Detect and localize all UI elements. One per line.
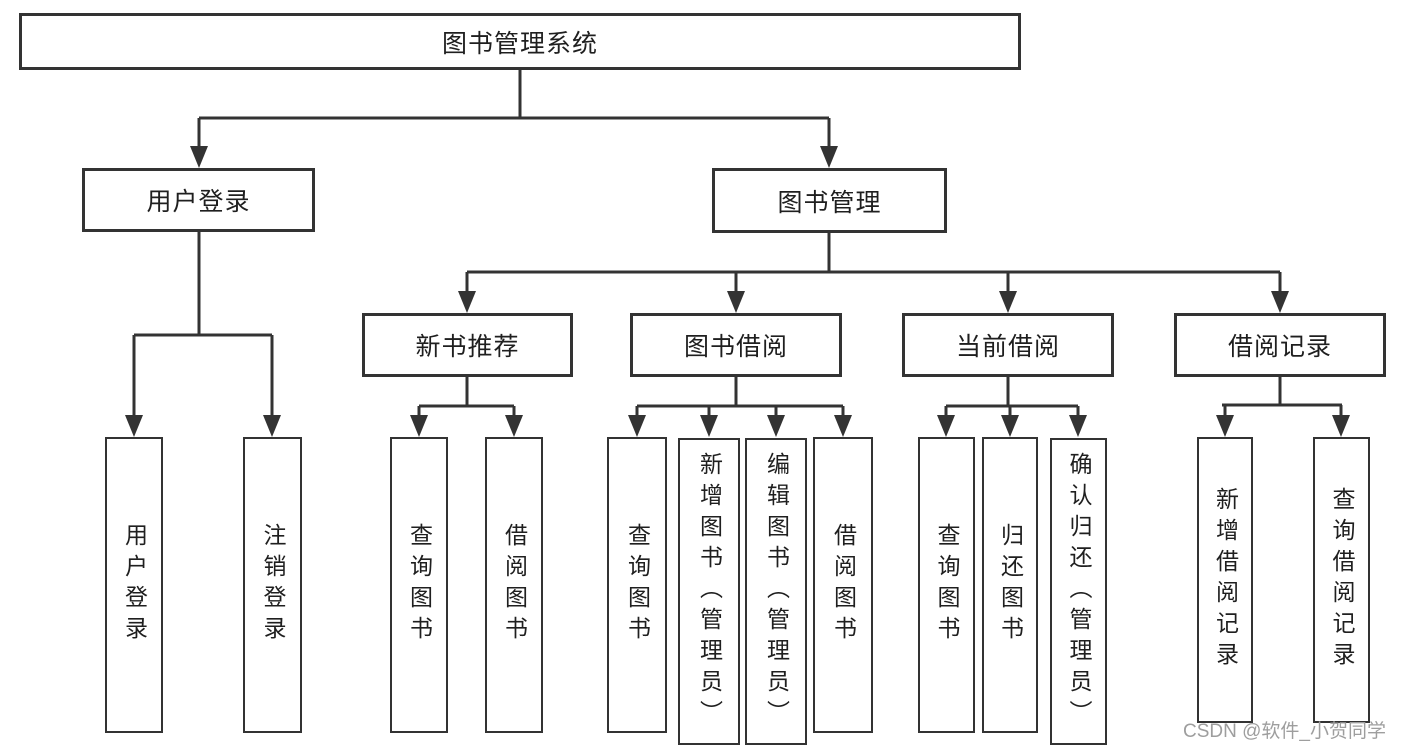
leaf-query-books-recommend: 查询图书 <box>390 437 448 733</box>
watermark-text: CSDN @软件_小贺同学 <box>1183 721 1386 742</box>
node-root-label: 图书管理系统 <box>441 29 598 58</box>
leaf-borrow-books-recommend: 借阅图书 <box>485 437 543 733</box>
leaf-query-borrow-record-label: 查询借阅记录 <box>1329 487 1355 673</box>
leaf-confirm-return-admin-label: 确认归还（管理员） <box>1066 452 1092 731</box>
branch-user-login: 用户登录 <box>82 168 315 232</box>
group-borrowing-records-label: 借阅记录 <box>1227 333 1332 361</box>
leaf-return-book: 归还图书 <box>982 437 1038 733</box>
leaf-query-books-current: 查询图书 <box>918 437 975 733</box>
leaf-user-login-label: 用户登录 <box>121 523 148 647</box>
leaf-add-book-admin: 新增图书（管理员） <box>678 438 740 745</box>
group-new-book-recommendation: 新书推荐 <box>362 313 573 377</box>
branch-book-management: 图书管理 <box>712 168 947 233</box>
leaf-add-borrow-record-label: 新增借阅记录 <box>1212 487 1239 673</box>
group-new-book-recommendation-label: 新书推荐 <box>415 333 520 361</box>
leaf-add-book-admin-label: 新增图书（管理员） <box>696 452 723 731</box>
group-current-borrowing-label: 当前借阅 <box>955 333 1060 361</box>
leaf-edit-book-admin: 编辑图书（管理员） <box>745 438 807 745</box>
group-current-borrowing: 当前借阅 <box>902 313 1114 377</box>
leaf-query-books-borrow-label: 查询图书 <box>624 523 651 647</box>
branch-book-management-label: 图书管理 <box>777 188 882 217</box>
leaf-edit-book-admin-label: 编辑图书（管理员） <box>763 452 790 731</box>
group-book-borrowing: 图书借阅 <box>630 313 842 377</box>
leaf-borrow-books-recommend-label: 借阅图书 <box>501 523 528 647</box>
leaf-query-books-borrow: 查询图书 <box>607 437 667 733</box>
leaf-logout-label: 注销登录 <box>260 523 286 647</box>
leaf-query-books-recommend-label: 查询图书 <box>406 523 433 647</box>
group-borrowing-records: 借阅记录 <box>1174 313 1386 377</box>
node-root: 图书管理系统 <box>19 13 1021 70</box>
leaf-add-borrow-record: 新增借阅记录 <box>1197 437 1253 723</box>
leaf-query-borrow-record: 查询借阅记录 <box>1313 437 1370 723</box>
leaf-confirm-return-admin: 确认归还（管理员） <box>1050 438 1107 745</box>
leaf-query-books-current-label: 查询图书 <box>934 523 960 647</box>
arrowhead-icons <box>125 146 1350 437</box>
leaf-user-login: 用户登录 <box>105 437 163 733</box>
leaf-borrow-books-label: 借阅图书 <box>830 523 857 647</box>
leaf-return-book-label: 归还图书 <box>997 523 1024 647</box>
leaf-borrow-books: 借阅图书 <box>813 437 873 733</box>
group-book-borrowing-label: 图书借阅 <box>683 333 788 361</box>
branch-user-login-label: 用户登录 <box>146 188 251 216</box>
leaf-logout: 注销登录 <box>243 437 302 733</box>
